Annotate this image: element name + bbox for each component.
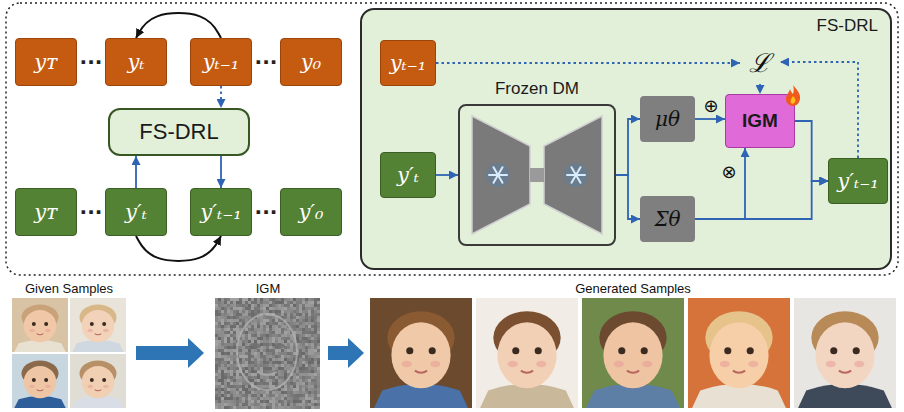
node-text: yₜ: [127, 50, 144, 74]
state-box: yₜ: [105, 38, 167, 86]
label-text: ⊕: [703, 95, 718, 116]
face-photo: [370, 298, 472, 408]
parameter-box: μθ: [640, 96, 695, 142]
label-text: Generated Samples: [575, 281, 691, 296]
flow-arrow: [695, 118, 725, 120]
node-text: y′ₜ₋₁: [200, 200, 241, 224]
node-text: y′ₜ: [125, 200, 147, 224]
dotted-arrow: [436, 62, 740, 64]
face-photo: [476, 298, 578, 408]
flow-arrow: [695, 181, 828, 219]
panel-fill: [361, 9, 891, 269]
label-text: ···: [255, 200, 278, 224]
panel-background: [361, 9, 891, 269]
image-caption: Generated Samples: [370, 279, 896, 297]
node-text: yₜ₋₁: [203, 50, 240, 74]
node-text: yᴛ: [34, 50, 57, 74]
node-text: IGM: [742, 110, 778, 132]
label-text: Given Samples: [25, 281, 113, 296]
label-text: ···: [80, 200, 103, 224]
unet-icon: [460, 106, 614, 244]
sample-images: [12, 298, 896, 409]
state-box: yᴛ: [15, 38, 77, 86]
state-box: yᴛ: [15, 188, 77, 236]
snowflake-icon: [486, 163, 510, 187]
face-photo: [70, 298, 126, 352]
flow-arrow: [795, 121, 828, 181]
dotted-arrow: [220, 86, 222, 108]
generator-box: IGM: [725, 94, 795, 148]
node-text: yᴛ: [34, 200, 57, 224]
parameter-box: Σθ: [640, 196, 695, 242]
node-text: Frozen DM: [460, 79, 614, 99]
ellipsis: ···: [252, 188, 280, 236]
flow-arrow: [616, 175, 640, 219]
node-text: FS-DRL: [362, 10, 890, 36]
flow-arrow: [136, 236, 221, 261]
igm-image: [215, 298, 320, 409]
flow-arrow: [135, 156, 137, 188]
state-box: y′ₜ: [105, 188, 167, 236]
face-photo: [582, 298, 684, 408]
node-text: ℒ: [749, 44, 771, 80]
block-arrow: [136, 338, 204, 368]
state-box: y₀: [280, 38, 342, 86]
decoder-shape: [544, 116, 602, 234]
ellipsis: ···: [252, 38, 280, 86]
loss-symbol: ℒ: [740, 40, 780, 84]
label-text: ···: [255, 50, 278, 74]
network-box: Frozen DM: [458, 104, 616, 246]
node-text: μθ: [655, 107, 680, 131]
flow-arrow: [616, 119, 640, 175]
snowflake-icon: [564, 163, 588, 187]
node-text: FS-DRL: [139, 119, 218, 145]
state-box: yₜ₋₁: [380, 40, 436, 86]
node-text: yₜ₋₁: [390, 51, 427, 75]
face-photo: [794, 298, 896, 408]
flow-arrow: [136, 13, 221, 38]
face-photo: [12, 298, 68, 352]
flow-arrow: [220, 156, 222, 188]
node-text: y₀: [301, 50, 321, 74]
flow-arrow: [436, 174, 458, 176]
label-text: ⊗: [721, 161, 736, 182]
label-text: IGM: [256, 281, 281, 296]
flow-arrow: [695, 148, 745, 219]
state-box: yₜ₋₁: [190, 38, 252, 86]
image-caption: IGM: [214, 279, 322, 297]
dotted-arrow: [759, 84, 761, 94]
ellipsis: ···: [77, 38, 105, 86]
label-text: ···: [80, 50, 103, 74]
node-text: y′ₜ₋₁: [837, 169, 878, 193]
bottleneck-shape: [530, 168, 544, 182]
image-caption: Given Samples: [8, 279, 130, 297]
face-photo: [12, 354, 68, 408]
state-box: y′ₜ: [380, 152, 436, 198]
ellipsis: ···: [77, 188, 105, 236]
face-photo: [688, 298, 790, 408]
operator-symbol: ⊕: [700, 94, 722, 116]
node-text: y′₀: [298, 200, 323, 224]
state-box: y′₀: [280, 188, 342, 236]
face-photo: [70, 354, 126, 408]
module-panel: FS-DRL yₜ₋₁ ℒy′ₜ Frozen DM μθ IGM Σθ y′ₜ₋₁: [360, 8, 892, 270]
node-text: Σθ: [654, 207, 680, 231]
state-box: y′ₜ₋₁: [190, 188, 252, 236]
fire-icon: [784, 84, 802, 107]
block-arrow: [328, 338, 364, 368]
dotted-frame: [6, 3, 898, 275]
node-text: y′ₜ: [397, 163, 419, 187]
state-box: y′ₜ₋₁: [828, 158, 887, 204]
encoder-shape: [472, 116, 530, 234]
operator-symbol: ⊗: [718, 160, 740, 182]
module-box: FS-DRL: [108, 108, 250, 156]
